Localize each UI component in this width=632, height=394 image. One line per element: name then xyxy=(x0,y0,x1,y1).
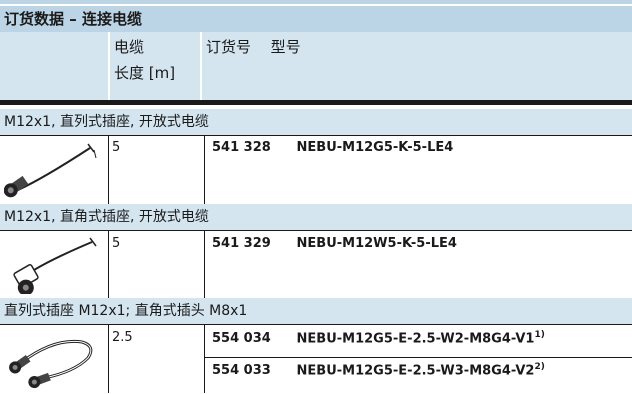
part-number: 541 328 xyxy=(212,140,271,155)
header-divider xyxy=(108,32,110,100)
cable-length: 5 xyxy=(112,140,121,155)
header-length-label: 长度 [m] xyxy=(114,64,176,82)
section-heading-angled-socket: M12x1, 直角式插座, 开放式电缆 xyxy=(0,204,632,230)
footnote-marker: 2) xyxy=(534,362,545,372)
cable-length: 5 xyxy=(112,236,121,251)
col-divider xyxy=(204,136,205,204)
angled-socket-cable-icon xyxy=(4,234,104,298)
cable-length: 2.5 xyxy=(112,330,133,345)
header-image-cell xyxy=(0,32,108,100)
part-number: 541 329 xyxy=(212,236,271,251)
header-divider xyxy=(200,32,202,100)
footnote-marker: 1) xyxy=(534,330,545,340)
page-title: 订货数据 – 连接电缆 xyxy=(0,6,632,32)
part-number: 554 034 xyxy=(212,331,271,347)
header-rule-thin xyxy=(0,104,632,105)
row-divider xyxy=(0,230,632,231)
type-designation: NEBU-M12W5-K-5-LE4 xyxy=(296,236,457,251)
straight-socket-cable-icon xyxy=(3,138,104,204)
header-rule-thick xyxy=(0,100,632,104)
row-divider xyxy=(204,357,632,358)
type-designation: NEBU-M12G5-E-2.5-W2-M8G4-V1 xyxy=(296,331,535,347)
header-cable-length: 电缆 长度 [m] xyxy=(110,32,200,100)
header-type: 型号 xyxy=(270,38,301,56)
header-order-no: 订货号 xyxy=(206,38,252,56)
section-heading-straight-to-angled: 直列式插座 M12x1; 直角式插头 M8x1 xyxy=(0,298,632,324)
order-row: 541 329 NEBU-M12W5-K-5-LE4 xyxy=(212,236,457,251)
col-divider xyxy=(204,325,205,393)
col-divider xyxy=(108,325,109,393)
type-designation: NEBU-M12G5-K-5-LE4 xyxy=(296,140,454,155)
header-cable-label: 电缆 xyxy=(114,38,145,56)
col-divider xyxy=(204,231,205,298)
type-designation: NEBU-M12G5-E-2.5-W3-M8G4-V2 xyxy=(296,363,535,379)
col-divider xyxy=(108,231,109,298)
section-heading-straight-socket: M12x1, 直列式插座, 开放式电缆 xyxy=(0,109,632,135)
part-number: 554 033 xyxy=(212,363,271,379)
row-divider xyxy=(0,135,632,136)
col-divider xyxy=(108,136,109,204)
header-order: 订货号 型号 xyxy=(202,32,632,100)
order-row: 554 033 NEBU-M12G5-E-2.5-W3-M8G4-V22) xyxy=(212,362,545,378)
straight-to-angled-cable-icon xyxy=(4,328,104,394)
row-divider xyxy=(0,324,632,325)
top-rule xyxy=(0,0,632,4)
order-row: 541 328 NEBU-M12G5-K-5-LE4 xyxy=(212,140,453,155)
order-row: 554 034 NEBU-M12G5-E-2.5-W2-M8G4-V11) xyxy=(212,330,545,346)
